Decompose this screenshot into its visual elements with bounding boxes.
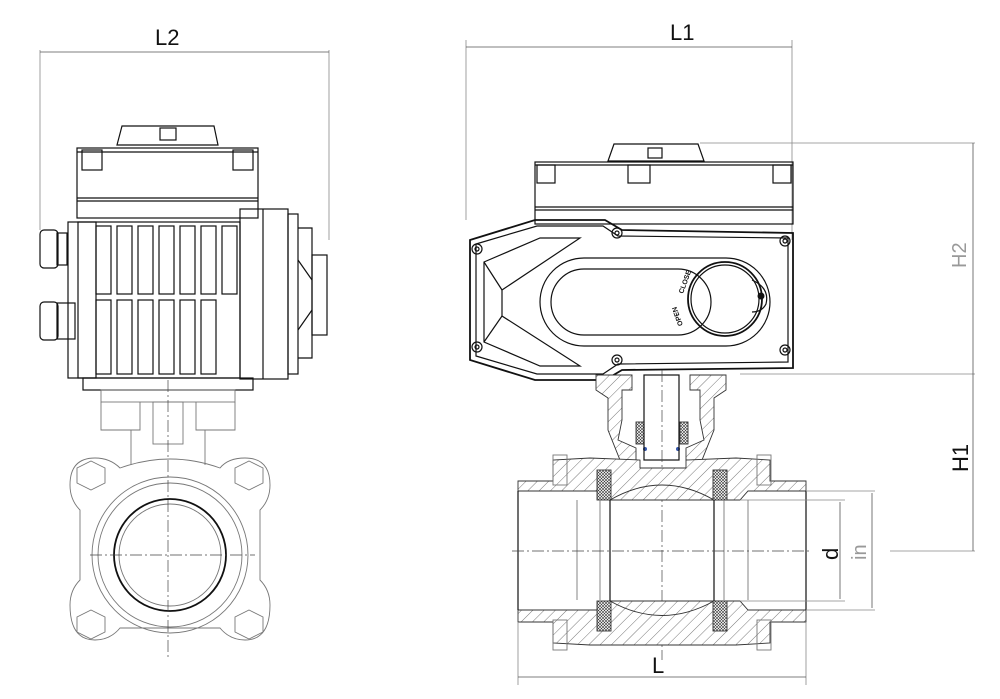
actuator-cover-side [76, 125, 259, 219]
label-in: in [849, 544, 871, 560]
dimension-d: d [740, 499, 845, 602]
dimension-in: in [806, 490, 875, 611]
label-l: L [652, 653, 664, 678]
cable-gland-bottom [39, 301, 76, 341]
label-open: OPEN [672, 306, 685, 327]
cover-screws [471, 227, 791, 366]
label-h2: H2 [949, 242, 971, 268]
actuator-body-front: CLOSE OPEN [469, 219, 794, 381]
dimension-l2: L2 [39, 25, 330, 240]
dimension-h1: H1 [890, 374, 975, 552]
side-view: L2 [39, 25, 330, 660]
valve-body-section [512, 454, 810, 651]
bracket-section [595, 370, 727, 660]
actuator-cover-front [534, 143, 794, 225]
label-close: CLOSE [678, 269, 693, 294]
valve-end-flange [69, 380, 271, 660]
label-d: d [818, 548, 843, 560]
dimension-l: L [517, 622, 807, 685]
cooling-fins [95, 225, 238, 375]
motor-housing [39, 208, 328, 391]
dimension-h2: H2 [700, 142, 975, 375]
position-indicator-window: CLOSE OPEN [672, 261, 768, 337]
front-view: L1 H2 H1 [465, 20, 975, 685]
label-h1: H1 [948, 444, 973, 472]
label-l2: L2 [155, 25, 179, 50]
cable-gland-top [39, 229, 68, 269]
label-l1: L1 [670, 20, 694, 45]
